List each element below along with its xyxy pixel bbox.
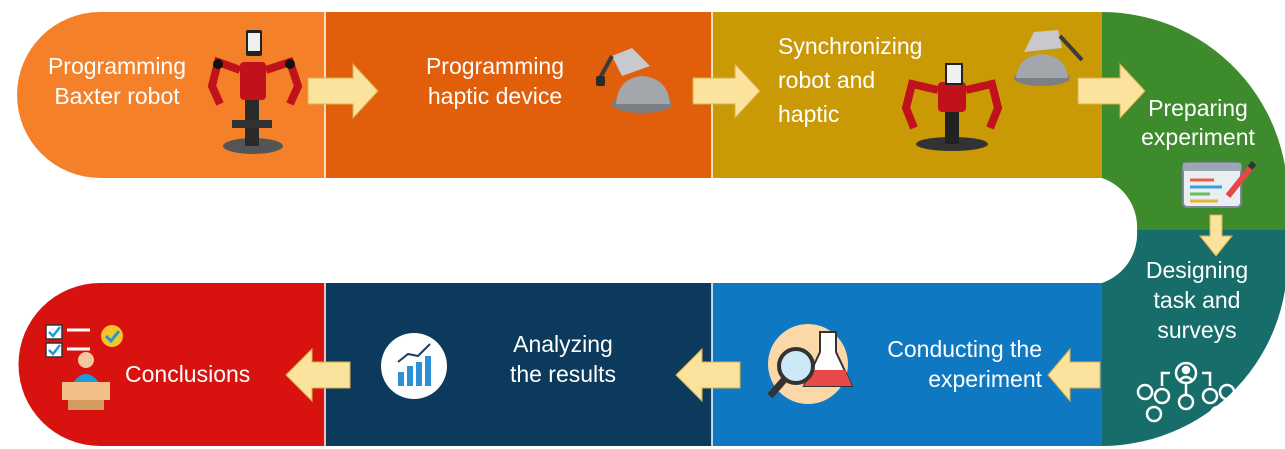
arrow-right-3 [1077, 62, 1146, 120]
robot-and-haptic-icon [901, 30, 1084, 151]
arrow-right-1 [307, 62, 379, 120]
step-4-label-line: Preparing [1148, 95, 1248, 121]
step-1-label-line: Baxter robot [54, 83, 180, 109]
step-8-label: Conclusions [125, 361, 250, 387]
step-6-label-line: experiment [928, 366, 1042, 392]
step-5-label-line: Designing [1146, 257, 1248, 283]
step-8-label-line: Conclusions [125, 361, 250, 387]
step-6-label-line: Conducting the [887, 336, 1042, 362]
magnifier-flask-icon [767, 324, 854, 404]
step-3-label-line: Synchronizing [778, 33, 922, 59]
step-7-label-line: Analyzing [513, 331, 613, 357]
step-3-label-line: robot and [778, 67, 875, 93]
step-4-label-line: experiment [1141, 124, 1255, 150]
arrow-right-2 [692, 62, 761, 120]
step-5-label-line: task and [1154, 287, 1241, 313]
bar-chart-icon [381, 333, 447, 399]
arrow-left-3 [285, 347, 351, 403]
step-2-label: Programming haptic device [426, 53, 564, 109]
step-6-label: Conducting the experiment [887, 336, 1042, 392]
arrow-left-1 [1047, 347, 1101, 403]
people-network-icon [1136, 361, 1236, 423]
flow-arrows [285, 62, 1234, 403]
step-2-label-line: Programming [426, 53, 564, 79]
step-4-label: Preparing experiment [1141, 95, 1255, 150]
step-3-label: Synchronizing robot and haptic [778, 33, 922, 127]
step-5-segment [1102, 230, 1285, 446]
presenter-icon [45, 324, 123, 410]
haptic-device-icon [596, 48, 672, 113]
arrow-left-2 [675, 347, 741, 403]
baxter-robot-icon [207, 30, 303, 154]
step-1-label-line: Programming [48, 53, 186, 79]
step-5-label-line: surveys [1157, 317, 1236, 343]
step-7-label-line: the results [510, 361, 616, 387]
step-3-label-line: haptic [778, 101, 839, 127]
step-5-label: Designing task and surveys [1146, 257, 1248, 343]
arrow-down [1198, 214, 1234, 257]
step-7-label: Analyzing the results [510, 331, 616, 387]
step-2-label-line: haptic device [428, 83, 562, 109]
computer-document-icon [1182, 161, 1257, 208]
